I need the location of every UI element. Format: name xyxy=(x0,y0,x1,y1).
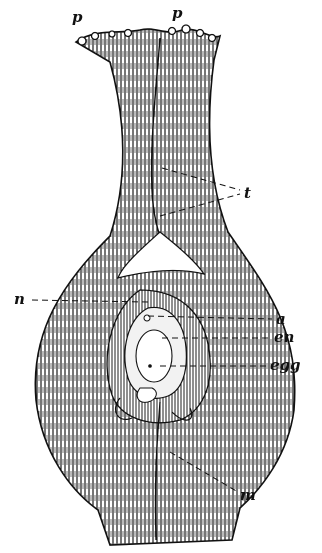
label-p-left: p xyxy=(72,8,83,26)
pistil-outline xyxy=(35,29,294,545)
nucleus-dot xyxy=(148,364,152,368)
label-en: en xyxy=(274,328,294,346)
label-p-right: p xyxy=(172,4,183,22)
label-egg: egg xyxy=(270,356,301,374)
label-m: m xyxy=(240,486,256,504)
label-a: a xyxy=(276,310,286,328)
label-n: n xyxy=(14,290,25,308)
label-t: t xyxy=(244,184,251,202)
